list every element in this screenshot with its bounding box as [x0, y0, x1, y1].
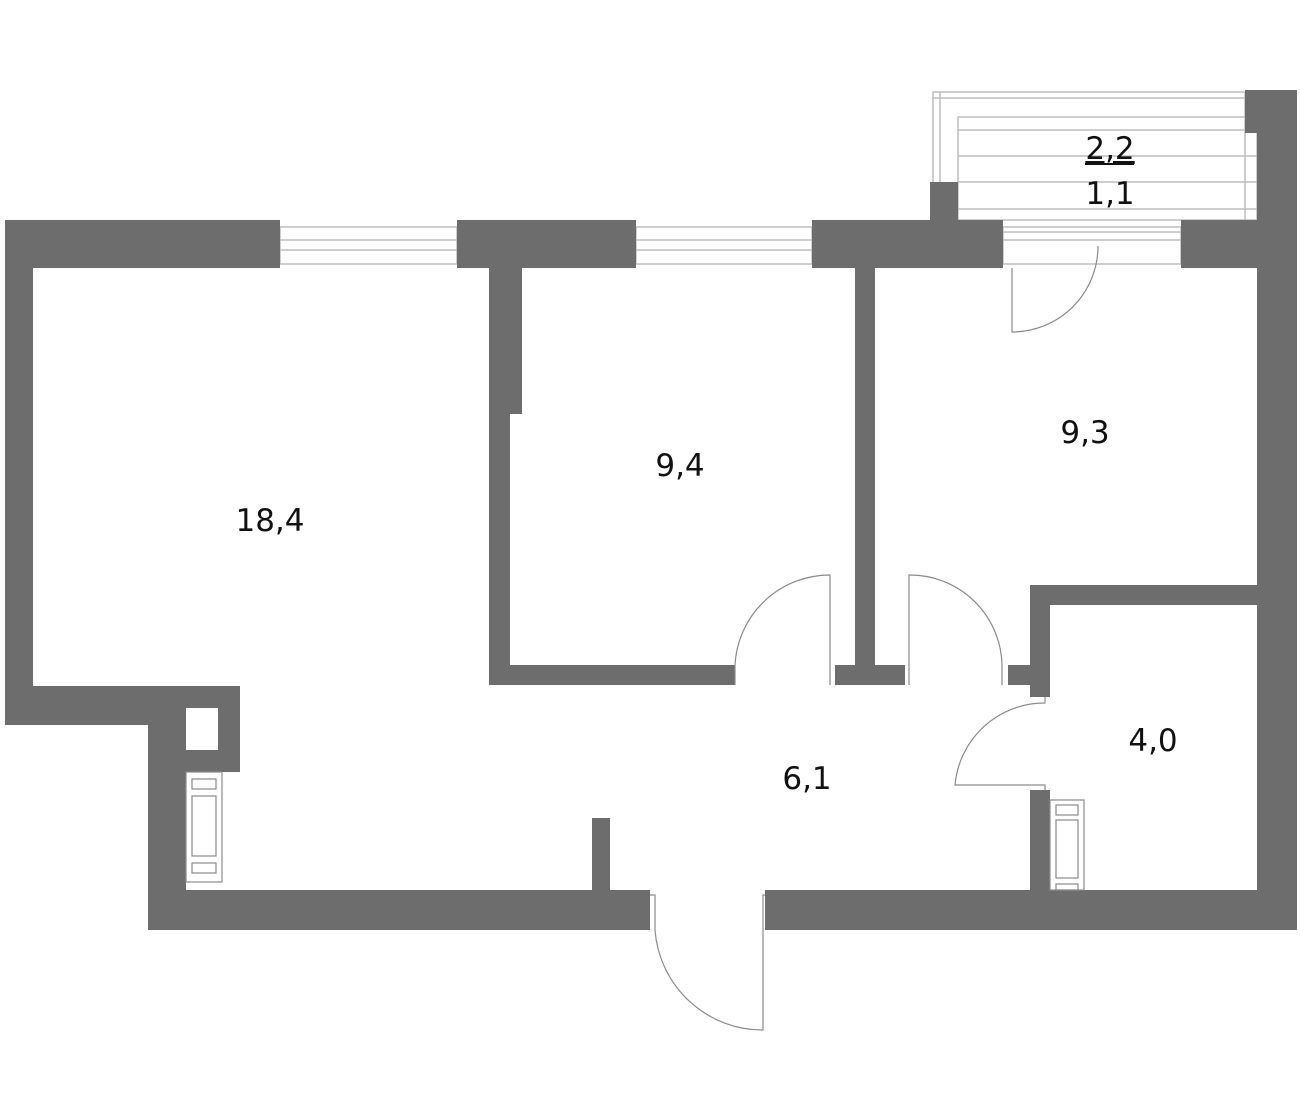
balcony-area-reduced: 1,1 — [1085, 176, 1134, 212]
walls — [5, 90, 1297, 930]
balcony — [932, 91, 1258, 233]
room-area-hallway: 6,1 — [782, 761, 831, 797]
radiator — [185, 771, 1085, 891]
balcony-area-total: 2,2 — [1085, 131, 1134, 167]
doors — [650, 245, 1099, 1031]
room-area-bedroom: 9,4 — [655, 448, 704, 484]
room-area-bathroom: 4,0 — [1128, 723, 1177, 759]
room-area-kitchen: 9,3 — [1060, 415, 1109, 451]
room-area-living: 18,4 — [235, 503, 304, 539]
